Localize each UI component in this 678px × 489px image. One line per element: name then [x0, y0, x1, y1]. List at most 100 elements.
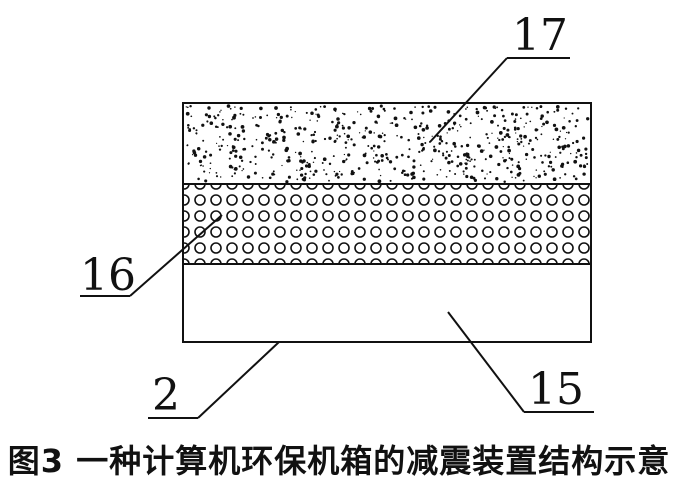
- speckle-dot: [545, 120, 549, 125]
- speckle-dot: [440, 139, 444, 143]
- speckle-dot: [464, 162, 468, 166]
- speckle-dot: [273, 173, 276, 176]
- speckle-dot: [412, 165, 416, 169]
- speckle-dot: [240, 159, 244, 162]
- speckle-dot: [514, 118, 517, 120]
- speckle-dot: [458, 162, 463, 166]
- speckle-dot: [274, 141, 277, 144]
- speckle-dot: [541, 125, 543, 128]
- speckle-dot: [220, 144, 223, 148]
- speckle-dot: [213, 115, 216, 118]
- speckle-dot: [442, 154, 445, 157]
- speckle-dot: [431, 135, 433, 137]
- speckle-dot: [233, 137, 237, 141]
- speckle-dot: [204, 150, 208, 153]
- speckle-dot: [281, 164, 283, 167]
- speckle-dot: [412, 159, 416, 163]
- speckle-dot: [283, 130, 286, 134]
- speckle-dot: [278, 119, 282, 123]
- speckle-dot: [393, 167, 397, 171]
- speckle-dot: [536, 128, 539, 131]
- speckle-dot: [514, 113, 518, 117]
- speckle-dot: [537, 174, 541, 178]
- speckle-dot: [509, 170, 513, 174]
- speckle-dot: [369, 109, 373, 113]
- speckle-dot: [333, 170, 336, 173]
- speckle-dot: [525, 112, 529, 116]
- speckle-dot: [308, 177, 311, 179]
- speckle-dot: [261, 147, 264, 151]
- speckle-dot: [219, 111, 221, 113]
- speckle-dot: [506, 128, 510, 132]
- speckle-dot: [185, 111, 190, 116]
- speckle-dot: [282, 135, 286, 140]
- speckle-dot: [561, 147, 565, 151]
- speckle-dot: [462, 170, 465, 173]
- speckle-dot: [314, 139, 317, 143]
- speckle-dot: [460, 144, 464, 148]
- speckle-dot: [488, 154, 493, 159]
- speckle-dot: [199, 164, 202, 167]
- speckle-dot: [388, 160, 393, 164]
- speckle-dot: [548, 160, 553, 165]
- speckle-dot: [452, 121, 457, 125]
- speckle-dot: [418, 150, 421, 154]
- speckle-dot: [192, 127, 196, 130]
- speckle-dot: [523, 126, 525, 128]
- speckle-dot: [378, 180, 382, 183]
- speckle-dot: [571, 112, 574, 115]
- speckle-dot: [294, 151, 297, 154]
- speckle-dot: [556, 138, 560, 141]
- speckle-dot: [535, 169, 538, 171]
- speckle-dot: [586, 163, 589, 165]
- speckle-dot: [389, 122, 391, 124]
- speckle-dot: [336, 137, 338, 140]
- speckle-dot: [554, 156, 557, 158]
- speckle-dot: [298, 151, 302, 156]
- speckle-dot: [285, 146, 289, 151]
- speckle-dot: [321, 162, 324, 164]
- speckle-dot: [412, 175, 416, 180]
- speckle-dot: [249, 160, 252, 164]
- speckle-dot: [189, 104, 192, 108]
- speckle-dot: [323, 105, 326, 108]
- speckle-dot: [215, 142, 218, 145]
- speckle-dot: [413, 125, 418, 130]
- speckle-dot: [510, 112, 514, 116]
- speckle-dot: [559, 130, 562, 132]
- speckle-dot: [421, 105, 424, 109]
- speckle-dot: [533, 156, 536, 159]
- speckle-dot: [517, 142, 521, 146]
- speckle-dot: [323, 137, 327, 141]
- speckle-dot: [238, 165, 241, 168]
- speckle-dot: [271, 172, 275, 176]
- speckle-dot: [214, 125, 218, 129]
- speckle-dot: [383, 140, 386, 143]
- speckle-dot: [436, 173, 439, 176]
- speckle-dot: [475, 110, 480, 115]
- bottom-plain-layer: [182, 263, 592, 343]
- speckle-dot: [445, 150, 448, 153]
- speckle-dot: [505, 133, 510, 137]
- speckle-dot: [490, 120, 494, 124]
- speckle-dot: [191, 153, 194, 156]
- speckle-dot: [394, 123, 399, 128]
- leader-line-2: [197, 341, 280, 419]
- speckle-dot: [547, 154, 551, 159]
- speckle-dot: [243, 137, 246, 141]
- speckle-dot: [234, 154, 238, 158]
- speckle-dot: [287, 175, 291, 179]
- speckle-dot: [311, 150, 313, 153]
- speckle-dot: [385, 156, 389, 160]
- speckle-dot: [242, 113, 245, 116]
- middle-circle-layer: [182, 183, 592, 265]
- speckle-dot: [315, 113, 317, 115]
- speckle-dot: [304, 172, 307, 176]
- speckle-dot: [499, 150, 503, 153]
- speckle-dot: [473, 165, 476, 168]
- speckle-dot: [516, 173, 521, 177]
- speckle-dot: [557, 145, 561, 150]
- speckle-dot: [466, 152, 470, 157]
- speckle-dot: [219, 136, 221, 138]
- speckle-dot: [202, 155, 207, 159]
